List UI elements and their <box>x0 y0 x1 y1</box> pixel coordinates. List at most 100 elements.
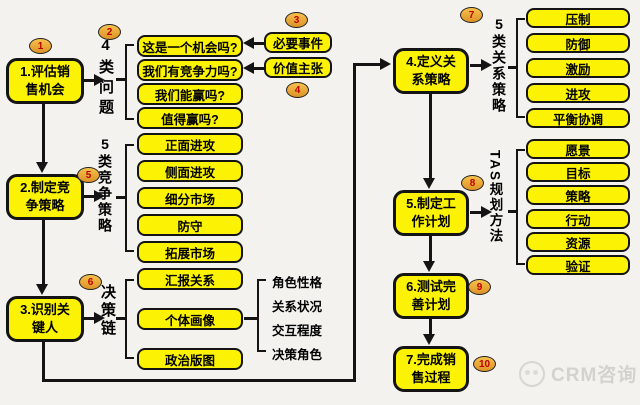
bracket-questions <box>125 44 134 120</box>
competition-item-3: 细分市场 <box>137 187 243 209</box>
watermark: CRM咨询 <box>519 360 637 387</box>
arrow-step3-decision-head <box>94 312 105 324</box>
persona-attr-2: 关系状况 <box>272 300 323 314</box>
arrow-into-step4-head <box>380 58 391 70</box>
step-4-line2: 系策略 <box>411 72 451 87</box>
tas-item-6: 验证 <box>526 255 630 275</box>
arrow-into-step4-line <box>353 63 383 66</box>
arrow-step1-questions-line <box>84 79 97 82</box>
badge-4: 4 <box>286 82 309 98</box>
arrow-step4-step5-head <box>423 178 435 189</box>
arrow-step1-step2-line <box>42 104 45 166</box>
arrow-step3-decision-line <box>84 317 97 320</box>
badge-5: 5 <box>77 167 100 183</box>
persona-attr-4: 决策角色 <box>272 348 323 362</box>
bracket-decision <box>125 279 134 359</box>
step-box-2: 2.制定竞 争策略 <box>6 174 84 220</box>
arrow-step6-step7-line <box>429 319 432 337</box>
bracket-competition-stem <box>116 196 126 199</box>
step-1-line1: 1.评估销 <box>20 64 70 80</box>
relation-item-5: 平衡协调 <box>526 108 630 128</box>
step-box-7: 7.完成销 售过程 <box>393 346 469 392</box>
badge-6: 6 <box>79 274 102 290</box>
tas-item-5: 资源 <box>526 232 630 252</box>
step-6-line1: 6.测试完 <box>406 279 456 295</box>
question-item-2: 我们有竞争力吗? <box>137 59 243 81</box>
step-box-3: 3.识别关 键人 <box>6 296 84 342</box>
decision-item-3: 政治版图 <box>137 348 243 370</box>
arrow-value-question2-head <box>243 62 254 74</box>
arrow-step5-tas-head <box>481 206 492 218</box>
arrow-step2-competition-head <box>94 190 105 202</box>
watermark-logo-icon <box>519 360 545 387</box>
step-2-line1: 2.制定竞 <box>20 180 70 196</box>
badge-8: 8 <box>461 175 484 191</box>
badge-3: 3 <box>285 12 308 28</box>
step-5-line1: 5.制定工 <box>406 196 456 212</box>
arrow-step4-step5-line <box>429 94 432 180</box>
step-1-line2: 售机会 <box>25 82 65 97</box>
badge-1: 1 <box>29 38 52 54</box>
step-5-line2: 作计划 <box>411 214 451 229</box>
arrow-step6-step7-head <box>423 334 435 345</box>
tas-item-2: 目标 <box>526 162 630 182</box>
arrow-step4-relation-line <box>470 64 483 67</box>
relation-item-2: 防御 <box>526 33 630 53</box>
arrow-step4-relation-head <box>481 59 492 71</box>
bracket-decision-stem <box>116 317 126 320</box>
question-item-3: 我们能赢吗? <box>137 83 243 105</box>
arrow-event-question1-line <box>252 42 264 45</box>
badge-10: 10 <box>473 356 496 372</box>
badge-9: 9 <box>468 279 491 295</box>
arrow-event-question1-head <box>243 37 254 49</box>
persona-attr-3: 交互程度 <box>272 324 323 338</box>
watermark-text: CRM咨询 <box>551 365 638 386</box>
tas-item-1: 愿景 <box>526 139 630 159</box>
questions-axis-label: 4类问题 <box>97 37 114 119</box>
competition-item-5: 拓展市场 <box>137 241 243 263</box>
necessary-event-box: 必要事件 <box>264 32 332 53</box>
step-box-4: 4.定义关 系策略 <box>393 48 469 94</box>
bracket-relation <box>516 18 525 118</box>
tas-axis-label: TAS规划方法 <box>487 150 503 244</box>
badge-2: 2 <box>98 24 121 40</box>
competition-item-1: 正面进攻 <box>137 133 243 155</box>
bracket-tas-stem <box>508 210 517 213</box>
question-item-1: 这是一个机会吗? <box>137 35 243 57</box>
connector-up-line <box>353 63 356 382</box>
competition-axis-label: 5类竞争策略 <box>97 136 113 234</box>
bracket-persona-attrs <box>257 279 266 352</box>
step-7-line2: 售过程 <box>411 370 451 385</box>
step-3-line2: 键人 <box>31 320 58 335</box>
step-6-line2: 善计划 <box>411 297 451 312</box>
step-4-line1: 4.定义关 <box>406 54 456 70</box>
arrow-step5-step6-line <box>429 236 432 264</box>
value-proposition-box: 价值主张 <box>264 57 332 78</box>
connector-bottom-line <box>42 379 356 382</box>
bracket-tas <box>516 149 525 265</box>
step-2-line2: 争策略 <box>25 198 65 213</box>
arrow-step1-step2-head <box>36 162 48 173</box>
persona-attr-1: 角色性格 <box>272 276 323 290</box>
arrow-step5-step6-head <box>423 261 435 272</box>
step-7-line1: 7.完成销 <box>406 352 456 368</box>
question-item-4: 值得赢吗? <box>137 107 243 129</box>
bracket-relation-stem <box>508 66 517 69</box>
bracket-competition <box>125 144 134 252</box>
decision-item-1: 汇报关系 <box>137 268 243 290</box>
step-box-5: 5.制定工 作计划 <box>393 190 469 236</box>
tas-item-4: 行动 <box>526 209 630 229</box>
step-3-line1: 3.识别关 <box>20 302 70 318</box>
arrow-step2-step3-head <box>36 284 48 295</box>
badge-7: 7 <box>460 7 483 23</box>
relation-item-1: 压制 <box>526 8 630 28</box>
bracket-questions-stem <box>116 78 126 81</box>
arrow-step2-step3-line <box>42 220 45 286</box>
step-box-6: 6.测试完 善计划 <box>393 273 469 319</box>
arrow-step1-questions-head <box>94 74 105 86</box>
competition-item-4: 防守 <box>137 214 243 236</box>
relation-item-4: 进攻 <box>526 83 630 103</box>
step-box-1: 1.评估销 售机会 <box>6 58 84 104</box>
decision-item-2: 个体画像 <box>137 308 243 330</box>
